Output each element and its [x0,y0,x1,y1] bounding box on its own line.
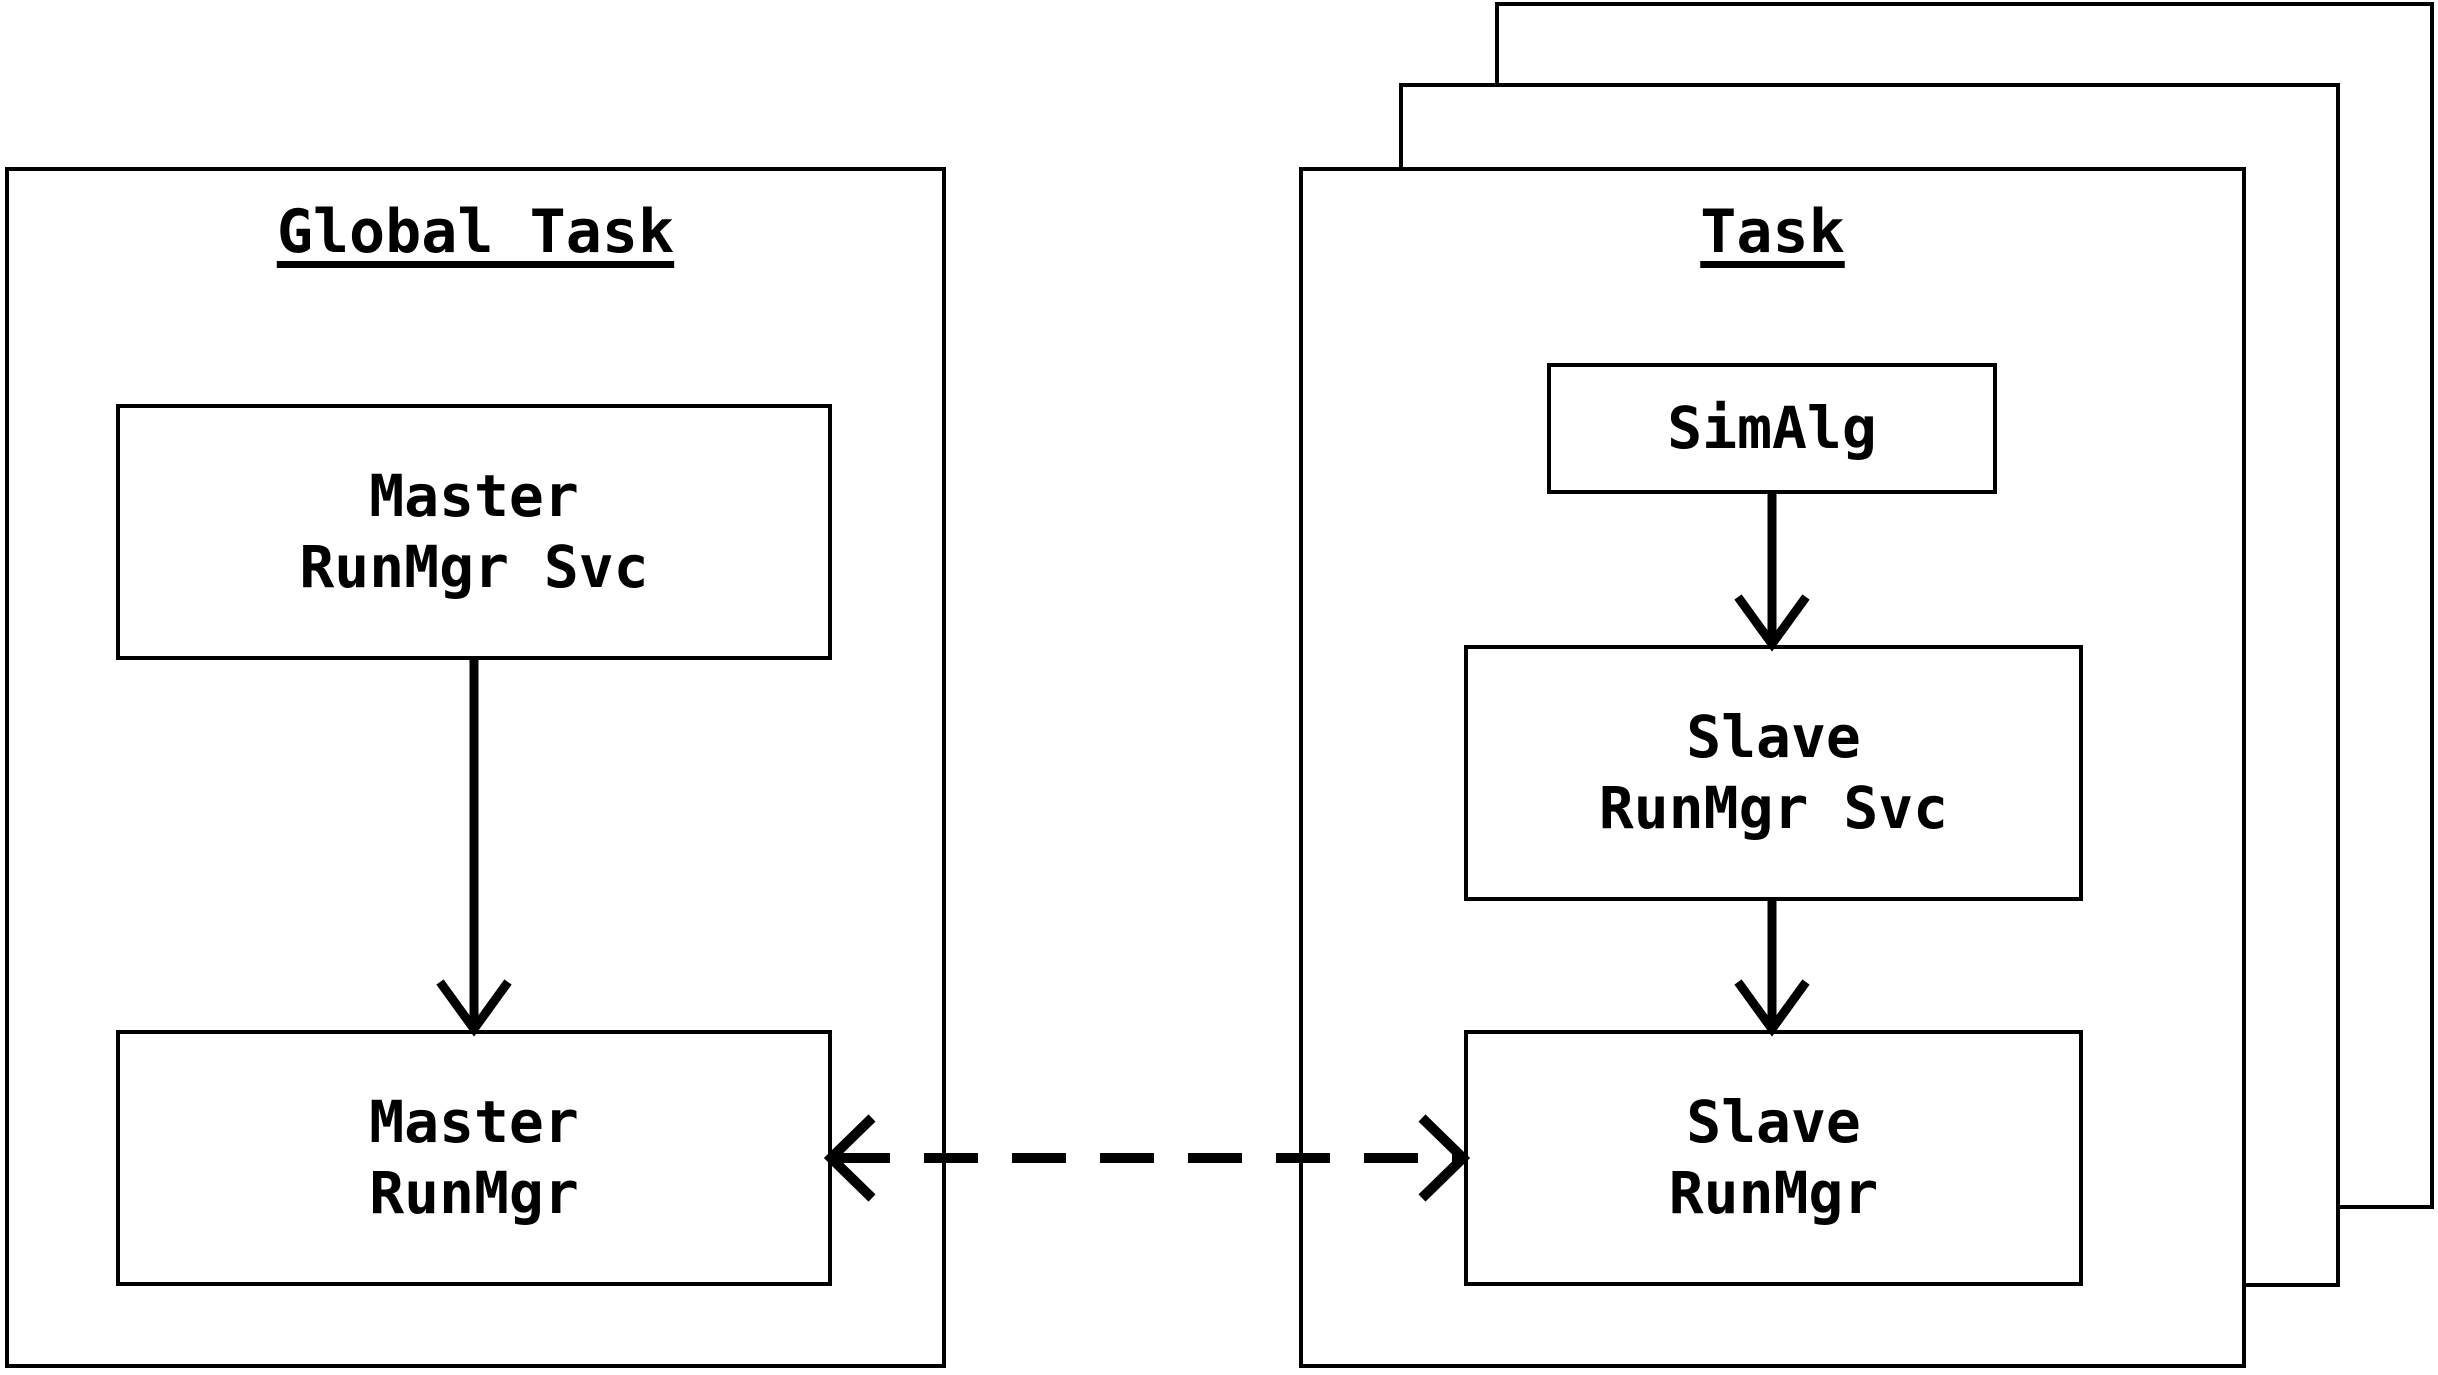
node-master-runmgr-line1: Master [369,1088,579,1157]
node-master-runmgr[interactable]: Master RunMgr [116,1030,832,1286]
node-simalg[interactable]: SimAlg [1547,363,1997,494]
node-simalg-line1: SimAlg [1667,394,1877,463]
global-task-panel-title: Global Task [276,197,675,267]
node-master-runmgr-svc-line1: Master [369,462,579,531]
node-slave-runmgr[interactable]: Slave RunMgr [1464,1030,2083,1286]
node-slave-runmgr-svc[interactable]: Slave RunMgr Svc [1464,645,2083,901]
node-slave-runmgr-svc-line2: RunMgr Svc [1598,774,1949,842]
node-slave-runmgr-line1: Slave [1686,1088,1861,1157]
task-panel-title: Task [1700,197,1845,267]
node-slave-runmgr-svc-line1: Slave [1686,703,1861,772]
node-slave-runmgr-line2: RunMgr [1668,1159,1879,1227]
node-master-runmgr-line2: RunMgr [369,1159,579,1227]
node-master-runmgr-svc[interactable]: Master RunMgr Svc [116,404,832,660]
node-master-runmgr-svc-line2: RunMgr Svc [299,533,649,601]
